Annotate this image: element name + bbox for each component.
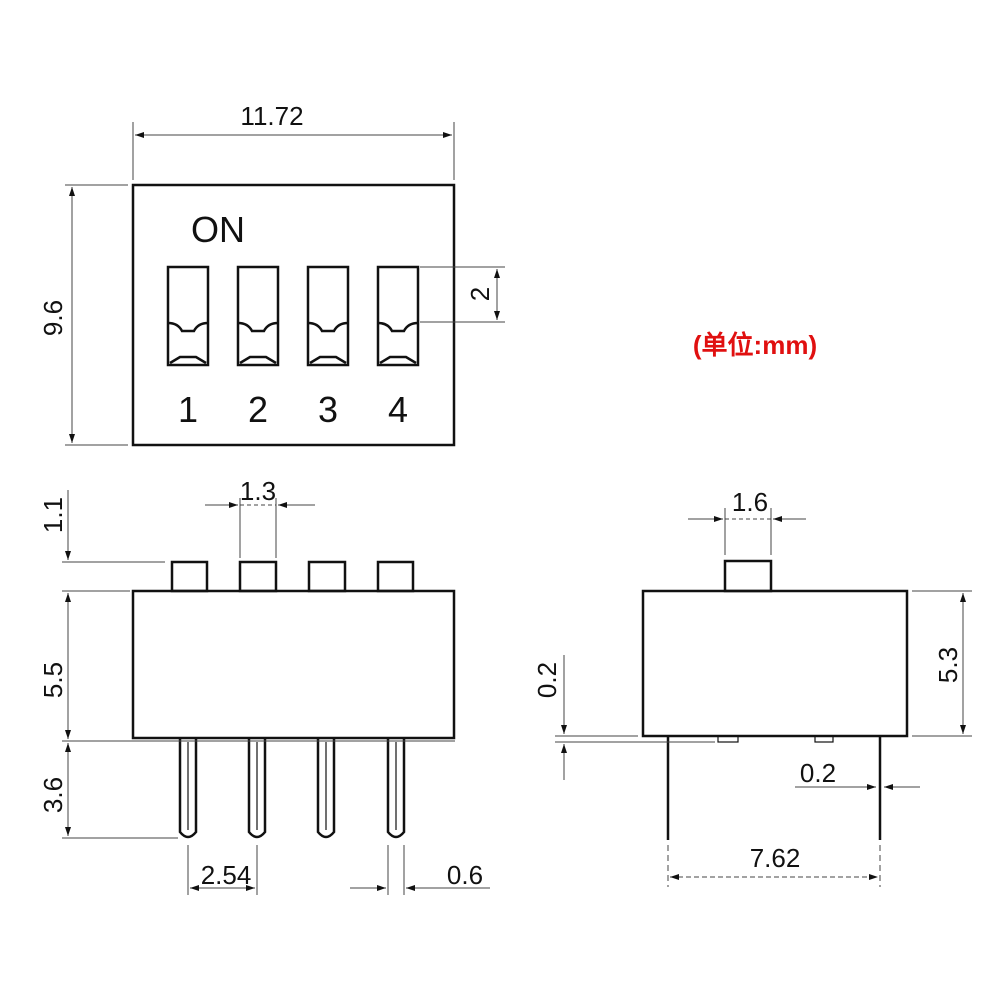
switch-number-2: 2	[248, 389, 268, 430]
dim-body-height: 5.5	[38, 662, 68, 698]
side-body-outline	[641, 589, 909, 738]
side-view: 1.6 5.3 0.2 0.2 7.62	[532, 487, 972, 887]
switch-number-4: 4	[388, 389, 408, 430]
dim-pitch: 2.54	[201, 860, 252, 890]
switch-2	[236, 265, 280, 367]
pin-4	[386, 738, 406, 839]
actuator-4	[376, 560, 415, 593]
standoff-tab-1	[717, 735, 739, 743]
dim-switch: 2	[465, 287, 495, 301]
unit-note: (单位:mm)	[693, 330, 817, 360]
dim-pin-length: 3.6	[38, 777, 68, 813]
dim-side-actuator-width: 1.6	[732, 487, 768, 517]
top-body-outline	[131, 183, 456, 447]
top-view: ON 1 2 3 4 11.72	[38, 101, 505, 447]
actuator-2	[238, 560, 278, 593]
front-view: 1.3 1.1 5.5 3.6 2.54 0.6	[38, 476, 490, 895]
switch-number-1: 1	[178, 389, 198, 430]
switch-number-3: 3	[318, 389, 338, 430]
dim-side-body-height: 5.3	[933, 647, 963, 683]
actuator-1	[170, 560, 209, 593]
dim-row-spacing: 7.62	[750, 843, 801, 873]
dim-standoff: 0.2	[532, 662, 562, 698]
switch-4	[376, 265, 420, 367]
front-body-outline	[131, 589, 456, 740]
standoff-tab-2	[814, 735, 834, 743]
pin-1	[178, 738, 198, 839]
dim-actuator-width: 1.3	[240, 476, 276, 506]
on-label: ON	[191, 209, 245, 250]
dim-pin-thickness: 0.2	[800, 758, 836, 788]
dim-pin-width: 0.6	[447, 860, 483, 890]
dim-actuator-height: 1.1	[38, 497, 68, 533]
side-actuator	[723, 559, 773, 593]
pin-2	[247, 738, 267, 839]
pin-3	[316, 738, 336, 839]
actuator-3	[307, 560, 347, 593]
dim-width: 11.72	[240, 101, 303, 131]
switch-1	[166, 265, 210, 367]
switch-3	[306, 265, 350, 367]
dim-height: 9.6	[38, 300, 68, 336]
